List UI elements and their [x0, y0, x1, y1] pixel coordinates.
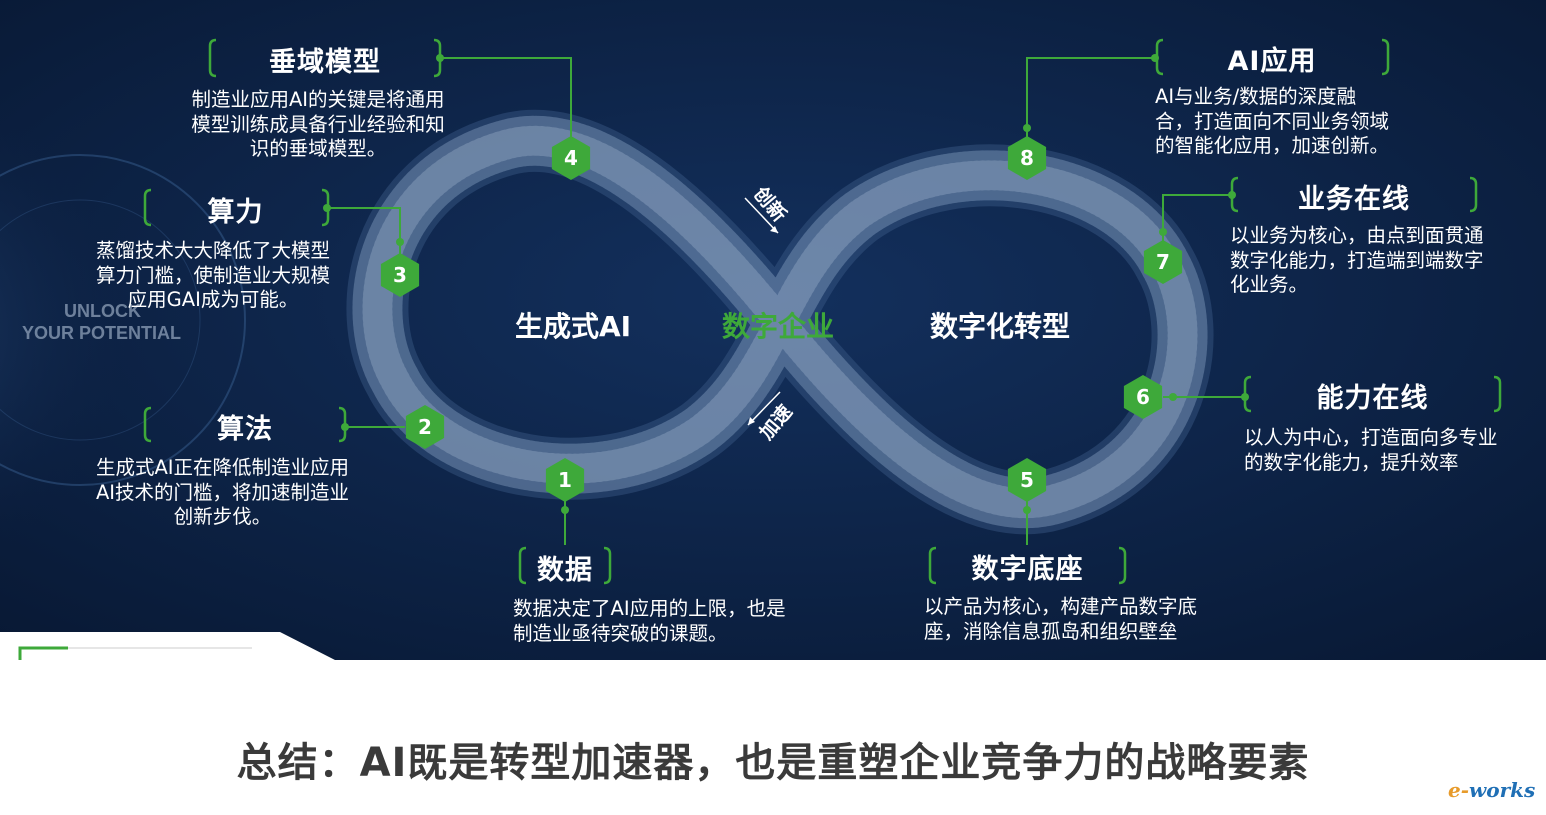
connector-dot	[561, 506, 569, 514]
node-2-title: 算法	[217, 414, 273, 445]
bracket-right-7	[1469, 176, 1478, 213]
node-hexagon	[405, 405, 445, 449]
bracket-left-6	[1243, 375, 1252, 413]
bracket-left-3	[143, 188, 152, 227]
connector-dot	[1159, 228, 1167, 236]
bracket-left-5	[928, 546, 937, 585]
bracket-left-2	[143, 406, 152, 443]
node-number: 7	[1156, 250, 1170, 274]
diagram-background: 1 2 3 4 5 6 7 8	[0, 0, 1546, 660]
node-7-desc: 以业务为核心，由点到面贯通数字化能力，打造端到端数字化业务。	[1230, 224, 1484, 296]
node-hexagon	[1143, 240, 1183, 284]
node-2-desc: 生成式AI正在降低制造业应用AI技术的门槛，将加速制造业创新步伐。	[95, 456, 350, 528]
node-number: 2	[418, 415, 432, 439]
node-3-title: 算力	[207, 197, 264, 228]
connector-dot	[396, 238, 404, 246]
bracket-right-3	[321, 188, 330, 227]
node-1-desc: 数据决定了AI应用的上限，也是制造业亟待突破的课题。	[513, 597, 786, 645]
node-number: 1	[558, 468, 572, 492]
node-4-desc: 制造业应用AI的关键是将通用模型训练成具备行业经验和知识的垂域模型。	[191, 88, 445, 160]
node-6: 6	[1123, 375, 1163, 419]
bracket-left-1	[518, 546, 527, 585]
diagram-panel: 1 2 3 4 5 6 7 8 UNLOCK YOUR POTENTIAL 生成式AI 数字企…	[0, 0, 1546, 660]
node-hexagon	[380, 253, 420, 297]
node-6-desc: 以人为中心，打造面向多专业的数字化能力，提升效率	[1244, 426, 1498, 474]
node-8-desc: AI与业务/数据的深度融合，打造面向不同业务领域的智能化应用，加速创新。	[1155, 85, 1390, 157]
bracket-right-4	[433, 38, 442, 78]
bracket-right-2	[338, 406, 347, 443]
node-2: 2	[405, 405, 445, 449]
node-number: 4	[564, 146, 578, 170]
node-5: 5	[1007, 458, 1047, 502]
bracket-right-1	[603, 546, 612, 585]
node-number: 5	[1020, 468, 1034, 492]
bracket-left-4	[208, 38, 217, 78]
node-number: 6	[1136, 385, 1150, 409]
connector-dot	[1023, 506, 1031, 514]
connector-7	[1162, 194, 1232, 242]
center-middle-label: 数字企业	[722, 310, 835, 343]
node-hexagon	[1007, 458, 1047, 502]
bracket-right-8	[1381, 38, 1390, 76]
node-8-title: AI应用	[1227, 46, 1317, 77]
arrow-innovation	[744, 197, 779, 234]
node-3-desc: 蒸馏技术大大降低了大模型算力门槛，使制造业大规模应用GAI成为可能。	[95, 239, 330, 311]
bracket-left-7	[1230, 176, 1239, 213]
node-1: 1	[545, 458, 585, 502]
node-hexagon	[1007, 136, 1047, 180]
bracket-left-8	[1155, 38, 1164, 76]
summary-text: 总结：AI既是转型加速器，也是重塑企业竞争力的战略要素	[236, 740, 1310, 786]
connector-8	[1026, 57, 1155, 138]
bracket-right-6	[1493, 375, 1502, 413]
watermark: UNLOCK YOUR POTENTIAL	[22, 301, 182, 343]
eworks-logo: e-works	[1448, 778, 1536, 802]
node-hexagon	[545, 458, 585, 502]
node-4: 4	[551, 136, 591, 180]
bracket-right-5	[1118, 546, 1127, 585]
arrow-accelerate	[747, 391, 781, 426]
node-7: 7	[1143, 240, 1183, 284]
node-5-title: 数字底座	[971, 554, 1084, 585]
node-1-title: 数据	[537, 555, 593, 586]
connector-dot	[1169, 393, 1177, 401]
connector-4	[440, 57, 572, 138]
node-3: 3	[380, 253, 420, 297]
node-8: 8	[1007, 136, 1047, 180]
node-7-title: 业务在线	[1298, 184, 1410, 215]
node-hexagon	[551, 136, 591, 180]
center-left-label: 生成式AI	[515, 310, 632, 343]
node-hexagon	[1123, 375, 1163, 419]
node-5-desc: 以产品为核心，构建产品数字底座，消除信息孤岛和组织壁垒	[924, 595, 1198, 643]
node-number: 3	[393, 263, 407, 287]
node-4-title: 垂域模型	[269, 47, 381, 78]
node-number: 8	[1020, 146, 1034, 170]
center-right-label: 数字化转型	[930, 310, 1071, 343]
connector-dot	[1023, 124, 1031, 132]
node-6-title: 能力在线	[1316, 383, 1429, 414]
